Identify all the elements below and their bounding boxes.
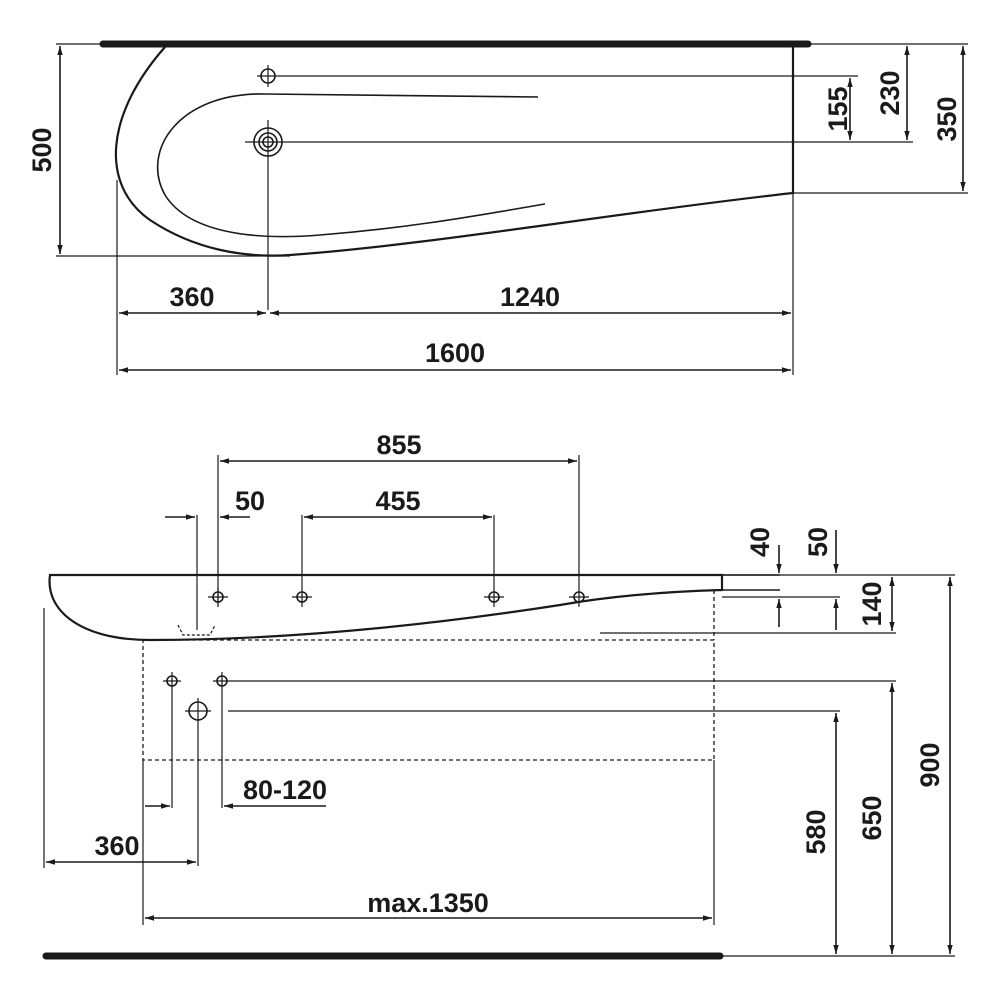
fixing-hole-4 (569, 455, 589, 607)
fixing-hole-1 (208, 587, 228, 607)
fixing-hole-2 (292, 515, 312, 607)
dim-label-855: 855 (376, 430, 421, 460)
dim-label-455: 455 (375, 486, 420, 516)
dim-label-1600: 1600 (425, 338, 485, 368)
dim-label-500: 500 (27, 127, 57, 172)
basin-profile-front (48, 573, 724, 642)
dim-label-360-top: 360 (169, 282, 214, 312)
dim-label-155: 155 (823, 86, 853, 131)
basin-inner-bowl (156, 93, 546, 238)
dim-label-350: 350 (932, 96, 962, 141)
dim-label-80-120: 80-120 (243, 775, 327, 805)
dim-label-1350: max.1350 (367, 888, 489, 918)
drain-hole (245, 120, 291, 310)
installation-zone (142, 639, 715, 761)
front-view: 855 455 50 40 50 140 (42, 430, 955, 960)
top-view: 155 230 350 500 360 1240 1600 (27, 40, 968, 375)
waste-connection (185, 698, 211, 866)
dim-label-900: 900 (915, 742, 945, 787)
water-supply-right (213, 672, 231, 808)
dim-label-580: 580 (801, 809, 831, 854)
dim-label-50-horizontal: 50 (235, 486, 265, 516)
basin-outline-top (114, 46, 795, 257)
dim-label-230: 230 (875, 70, 905, 115)
dim-label-650: 650 (857, 795, 887, 840)
drain-symbol-front (177, 624, 216, 636)
water-supply-left (163, 672, 181, 808)
dim-label-140: 140 (857, 581, 887, 626)
tap-hole (257, 65, 279, 87)
dim-label-50-vertical: 50 (803, 527, 833, 557)
dim-label-40: 40 (745, 527, 775, 557)
dim-label-1240: 1240 (500, 282, 560, 312)
fixing-hole-3 (484, 515, 504, 607)
dim-label-360-front: 360 (94, 831, 139, 861)
